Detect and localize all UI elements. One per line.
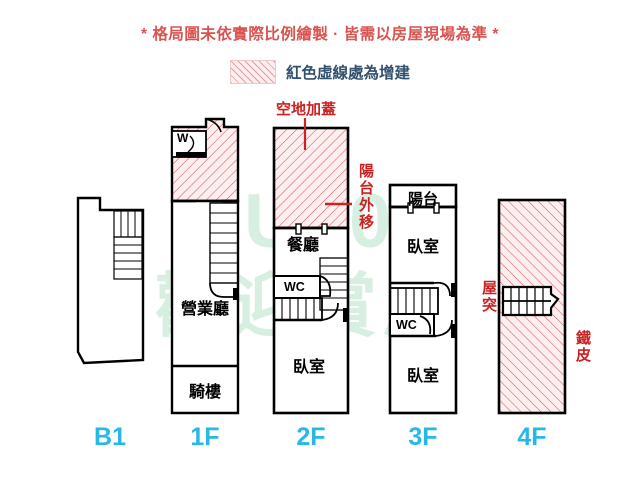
room-label-3f-bedroom-lower: 臥室 (406, 368, 439, 385)
3f-bathroom-door-arc (419, 315, 432, 335)
room-label-2f-bedroom: 臥室 (292, 359, 325, 376)
annotation-open-space-roofed: 空地加蓋 (276, 101, 337, 118)
2f-roofed-open-space (272, 126, 350, 230)
2f-staircase-lower (273, 297, 323, 321)
legend: 紅色虛線處為增建 (0, 60, 640, 84)
room-label-washing-area: W (177, 131, 189, 145)
floor-plan-b1 (76, 196, 145, 365)
legend-label: 紅色虛線處為增建 (285, 65, 410, 82)
1f-staircase (209, 202, 239, 300)
annotation-metal-sheet: 鐵皮 (574, 330, 591, 364)
floor-label-1f: 1F (190, 423, 220, 451)
room-label-3f-bathroom: WC (396, 318, 417, 332)
1f-outline (170, 199, 240, 415)
page-title: * 格局圖未依實際比例繪製 · 皆需以房屋現場為準 * (141, 26, 499, 43)
room-label-2f-bathroom: WC (284, 280, 305, 294)
1f-washing-fixture (176, 152, 206, 157)
annotation-leader-lines (303, 118, 352, 206)
2f-bedroom-door-arc (321, 302, 339, 321)
room-label-3f-bedroom-upper: 臥室 (406, 239, 439, 256)
floor-plan-2f (272, 126, 350, 415)
room-label-3f-balcony: 陽台 (407, 191, 438, 208)
annotation-balcony-extended: 陽台外移 (357, 163, 374, 231)
floor-label-2f: 2F (296, 423, 326, 451)
2f-bathroom-door-arc (319, 275, 332, 297)
b1-outline (76, 196, 145, 365)
room-label-dining-room: 餐廳 (286, 237, 319, 254)
floor-label-3f: 3F (408, 423, 438, 451)
1f-top-door-arc (205, 118, 222, 133)
annotation-roof-protrusion: 屋突 (480, 280, 497, 314)
floor-plan-3f (388, 183, 458, 415)
1f-washing-door-arc (187, 135, 195, 153)
3f-bedroom-lower-door-arc (435, 319, 453, 337)
floor-plan-4f (497, 198, 567, 415)
3f-window-symbols (390, 202, 456, 214)
b1-staircase (113, 210, 143, 280)
hatched-red-area-swatch (229, 60, 276, 84)
floor-plan-1f (170, 117, 240, 415)
floor-label-b1: B1 (94, 423, 126, 451)
3f-outline (388, 205, 458, 415)
floor-label-4f: 4F (517, 423, 547, 451)
3f-bedroom-upper-door-arc (433, 281, 451, 297)
room-label-arcade: 騎樓 (188, 384, 221, 401)
2f-window-symbols (274, 223, 348, 235)
room-label-business-hall: 營業廳 (180, 301, 229, 318)
4f-staircase (503, 287, 551, 315)
